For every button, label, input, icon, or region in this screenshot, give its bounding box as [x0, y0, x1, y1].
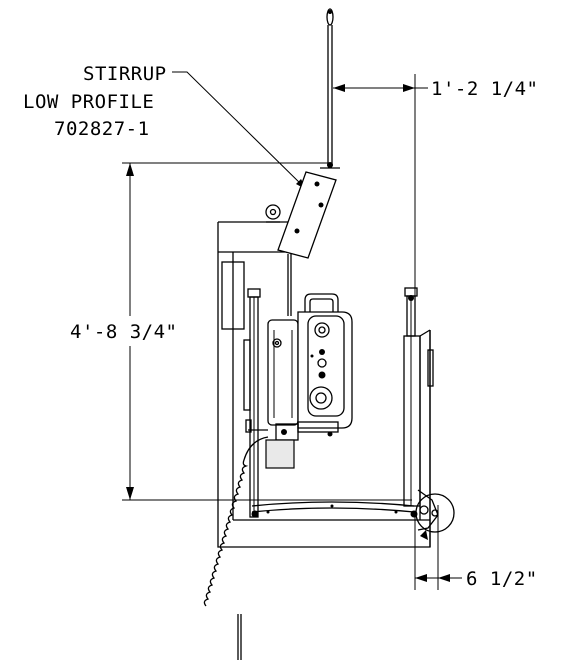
lifting-eye: [265, 204, 281, 220]
bottom-dim-arrow-left: [415, 574, 427, 582]
actuator-unit: [248, 293, 353, 469]
caster-wheel-rim: [415, 493, 455, 533]
actuator-junction-box: [265, 439, 295, 469]
caster-wheel: [415, 489, 455, 540]
height-dim-label: 4'-8 3/4": [70, 321, 177, 343]
actuator-spindle: [309, 386, 333, 410]
right-post: [403, 287, 434, 507]
callout-leader-line: [172, 71, 308, 191]
height-dim-arrow-top: [126, 163, 134, 176]
callout-line-3: 702827-1: [54, 118, 150, 140]
top-dim-arrow-left: [333, 84, 345, 92]
top-dim-label: 1'-2 1/4": [431, 78, 538, 100]
sling-bar: [251, 501, 418, 518]
coiled-cord: [203, 436, 269, 660]
actuator-main-body: [297, 311, 353, 429]
stirrup-callout: STIRRUP LOW PROFILE 702827-1: [23, 63, 308, 191]
top-dim-arrow-right: [403, 84, 415, 92]
top-width-dimension: 1'-2 1/4": [333, 74, 538, 300]
callout-line-1: STIRRUP: [83, 63, 167, 85]
height-dimension: 4'-8 3/4": [70, 162, 412, 501]
right-post-sleeve: [403, 335, 421, 507]
height-dim-arrow-bottom: [126, 487, 134, 500]
control-knob-top: [314, 322, 330, 338]
bottom-dim-arrow-right: [438, 574, 450, 582]
callout-line-2: LOW PROFILE: [23, 91, 154, 113]
hanger-assembly: [277, 8, 340, 316]
left-post: [243, 288, 261, 518]
bottom-dim-label: 6 1/2": [466, 568, 538, 590]
actuator-rear-housing: [267, 319, 299, 426]
actuator-handle: [304, 293, 339, 312]
frame-label-plate: [221, 261, 245, 330]
top-hook: [326, 8, 334, 26]
coiled-cord-spiral: [203, 436, 269, 607]
bottom-offset-dimension: 6 1/2": [414, 505, 538, 590]
stirrup-plate: [277, 171, 337, 259]
actuator-control-panel: [307, 315, 345, 417]
